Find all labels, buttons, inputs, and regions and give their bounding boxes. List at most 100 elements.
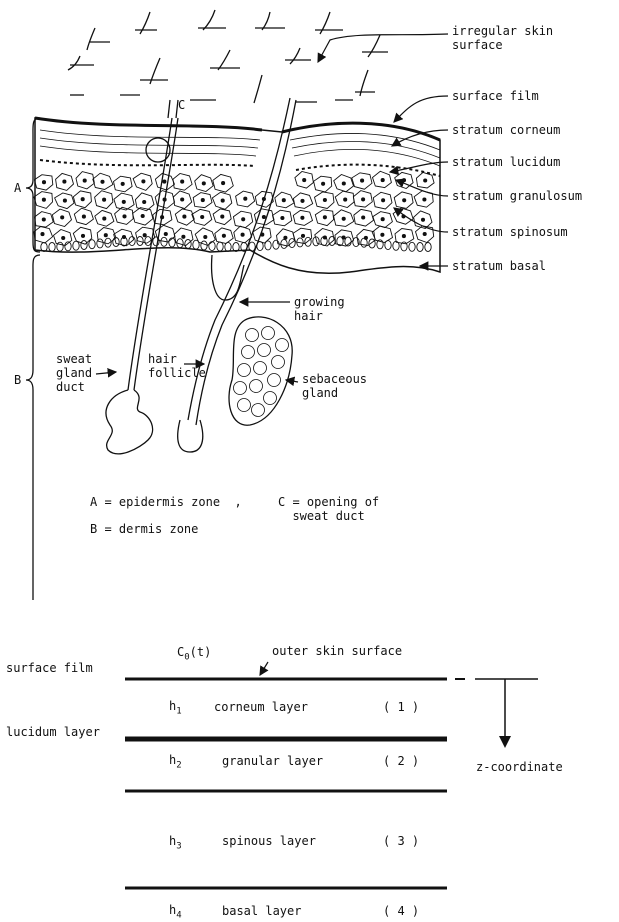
cell-nucleus	[182, 235, 185, 238]
sebaceous-cell	[250, 380, 263, 393]
sebaceous-cell	[254, 362, 267, 375]
cell-nucleus	[402, 235, 405, 238]
layer-1-number: ( 1 )	[383, 700, 419, 714]
sebaceous-cell	[238, 364, 251, 377]
layer-4-name: basal layer	[222, 904, 301, 918]
cell-nucleus	[142, 180, 145, 183]
cell-nucleus	[342, 182, 345, 185]
label-surface-film-model: surface film	[6, 661, 93, 675]
cell-nucleus	[242, 218, 245, 221]
cell-nucleus	[104, 234, 107, 237]
cell-nucleus	[381, 233, 384, 236]
cell-nucleus	[303, 179, 306, 182]
layer-1-h: h1	[169, 699, 182, 718]
cell-nucleus	[181, 198, 184, 201]
cell-nucleus	[222, 182, 225, 185]
cell-nucleus	[423, 232, 426, 235]
layer-1-name: corneum layer	[214, 700, 308, 714]
sebaceous-cell	[268, 374, 281, 387]
legend-epidermis-zone: A = epidermis zone ,	[90, 495, 242, 509]
sebaceous-cell	[238, 399, 251, 412]
layer-4-h: h4	[169, 903, 182, 922]
cell-nucleus	[63, 199, 66, 202]
cell-nucleus	[381, 179, 384, 182]
label-brace-b: B	[14, 373, 21, 387]
cell-nucleus	[204, 235, 207, 238]
label-sebaceous-gland: sebaceous gland	[302, 372, 367, 400]
cell-nucleus	[402, 179, 405, 182]
cell-nucleus	[122, 200, 125, 203]
layer-4-number: ( 4 )	[383, 904, 419, 918]
cell-nucleus	[301, 199, 304, 202]
cell-nucleus	[81, 234, 84, 237]
cell-nucleus	[42, 198, 45, 201]
legend-dermis-zone: B = dermis zone	[90, 522, 198, 536]
sebaceous-cell	[246, 329, 259, 342]
cell-nucleus	[143, 234, 146, 237]
cell-nucleus	[362, 198, 365, 201]
label-z-coordinate: z-coordinate	[476, 760, 563, 774]
label-stratum-lucidum: stratum lucidum	[452, 155, 560, 169]
label-stratum-granulosum: stratum granulosum	[452, 189, 582, 203]
layer-3-number: ( 3 )	[383, 834, 419, 848]
label-sweat-gland-duct: sweat gland duct	[56, 352, 92, 394]
cell-nucleus	[143, 200, 146, 203]
layer-2-h: h2	[169, 753, 182, 772]
cell-nucleus	[323, 216, 326, 219]
cell-nucleus	[221, 199, 224, 202]
sebaceous-cell	[258, 344, 271, 357]
label-irregular-skin-surface: irregular skin surface	[452, 24, 553, 52]
cell-nucleus	[381, 218, 384, 221]
cell-nucleus	[164, 232, 167, 235]
cell-nucleus	[361, 179, 364, 182]
cell-nucleus	[423, 198, 426, 201]
epidermis-band	[34, 118, 440, 273]
layer-model	[125, 662, 538, 888]
sebaceous-cell	[252, 404, 265, 417]
cell-nucleus	[301, 234, 304, 237]
cell-nucleus	[83, 179, 86, 182]
cell-nucleus	[301, 216, 304, 219]
label-stratum-spinosum: stratum spinosum	[452, 225, 568, 239]
layer-3-name: spinous layer	[222, 834, 316, 848]
cell-nucleus	[163, 180, 166, 183]
cell-nucleus	[41, 233, 44, 236]
cell-nucleus	[82, 215, 85, 218]
cell-nucleus	[362, 216, 365, 219]
cell-nucleus	[123, 215, 126, 218]
cell-nucleus	[344, 198, 347, 201]
cell-nucleus	[61, 216, 64, 219]
cell-nucleus	[241, 233, 244, 236]
label-c0t: C0(t)	[177, 645, 211, 664]
label-stratum-corneum: stratum corneum	[452, 123, 560, 137]
cell-nucleus	[201, 215, 204, 218]
legend-opening-sweat-duct: C = opening of sweat duct	[278, 495, 379, 523]
sebaceous-cell	[272, 356, 285, 369]
label-growing-hair: growing hair	[294, 295, 345, 323]
cell-nucleus	[244, 197, 247, 200]
cell-nucleus	[103, 198, 106, 201]
cell-nucleus	[103, 217, 106, 220]
cell-nucleus	[382, 199, 385, 202]
sebaceous-cell	[234, 382, 247, 395]
label-marker-c: C	[178, 98, 185, 112]
cell-nucleus	[121, 182, 124, 185]
cell-nucleus	[421, 218, 424, 221]
cell-nucleus	[342, 217, 345, 220]
cell-nucleus	[183, 215, 186, 218]
hair-strokes	[68, 10, 388, 103]
cell-nucleus	[221, 215, 224, 218]
label-brace-a: A	[14, 181, 21, 195]
cell-nucleus	[81, 198, 84, 201]
label-outer-skin-surface: outer skin surface	[272, 644, 402, 658]
cell-nucleus	[424, 179, 427, 182]
cell-nucleus	[42, 181, 45, 184]
label-stratum-basal: stratum basal	[452, 259, 546, 273]
cell-nucleus	[322, 182, 325, 185]
layer-2-number: ( 2 )	[383, 754, 419, 768]
cell-nucleus	[323, 198, 326, 201]
cell-nucleus	[141, 214, 144, 217]
cell-nucleus	[202, 182, 205, 185]
